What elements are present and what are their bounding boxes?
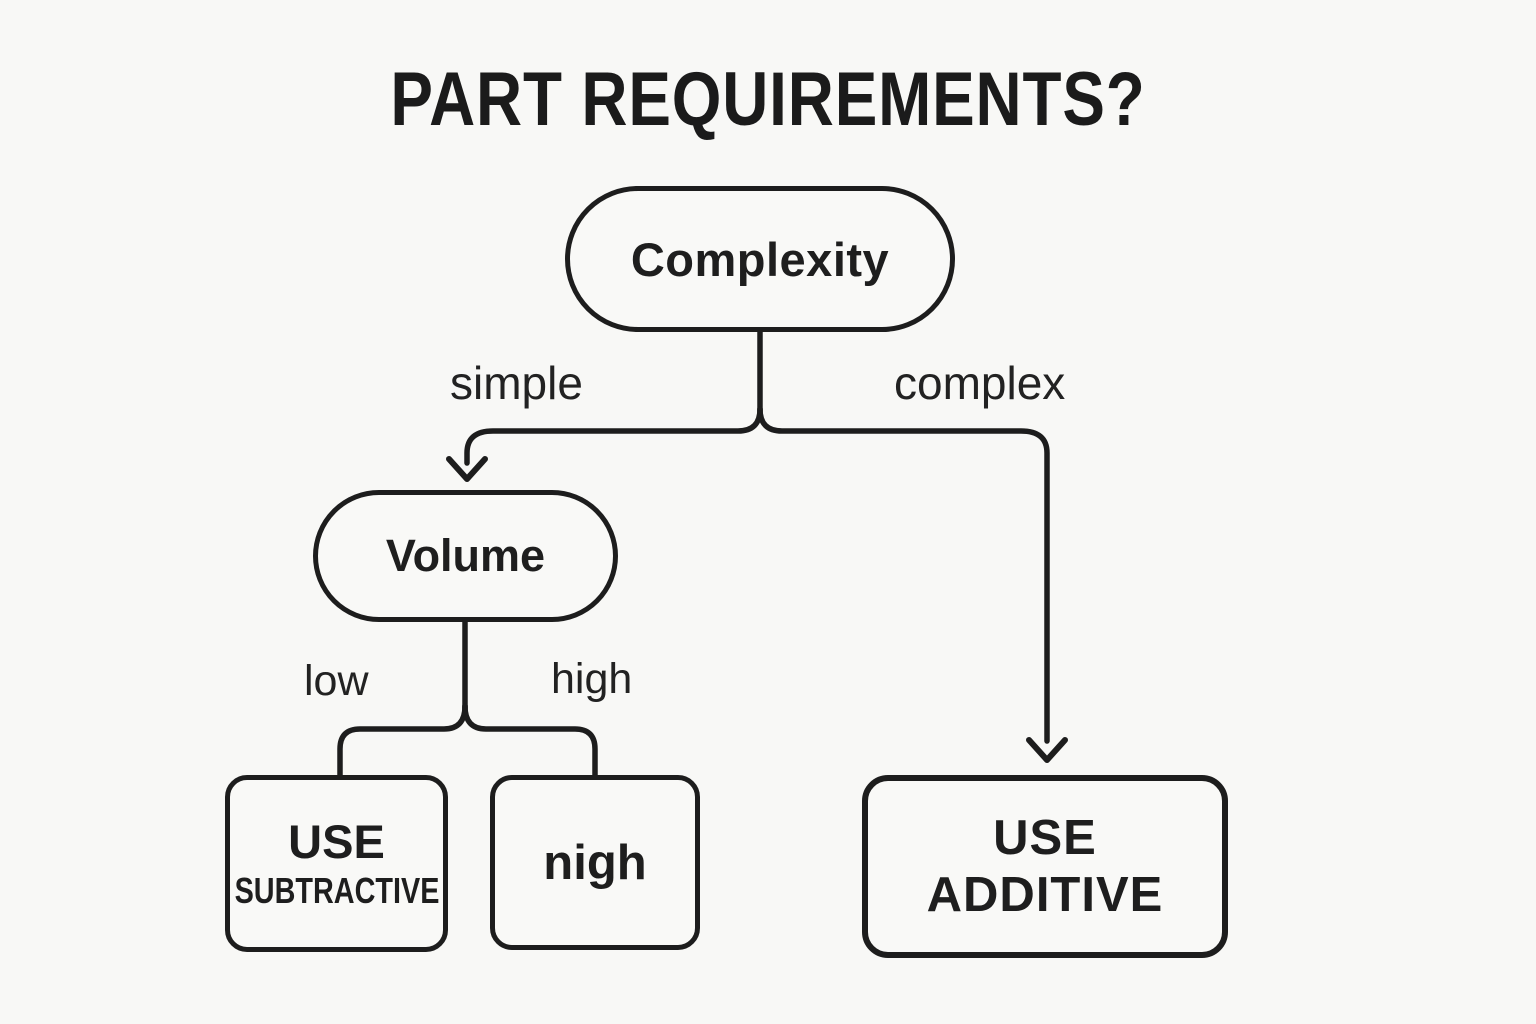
node-nigh: nigh (490, 775, 700, 950)
node-volume: Volume (313, 490, 618, 622)
page-title: PART REQUIREMENTS? (390, 57, 1146, 142)
connector-complex-branch (757, 406, 1050, 744)
node-use-subtractive-line2: SUBTRACTIVE (234, 869, 439, 911)
edge-label-complex: complex (894, 357, 1066, 409)
node-use-subtractive-line1: USE (288, 814, 385, 868)
node-use-additive: USE ADDITIVE (862, 775, 1228, 958)
node-nigh-label: nigh (543, 835, 647, 890)
connector-low-branch (337, 703, 468, 780)
edge-label-low: low (304, 657, 369, 705)
node-volume-label: Volume (385, 530, 546, 581)
node-use-subtractive: USE SUBTRACTIVE (225, 775, 448, 952)
arrowhead-down-icon (1026, 737, 1068, 763)
edge-label-simple: simple (450, 357, 583, 409)
arrowhead-down-icon (446, 456, 488, 482)
node-complexity-label: Complexity (630, 232, 890, 286)
node-use-additive-line2: ADDITIVE (926, 867, 1164, 922)
node-use-additive-line1: USE (993, 811, 1097, 866)
node-complexity: Complexity (565, 186, 955, 332)
edge-label-high: high (551, 655, 633, 703)
connector-simple-branch (464, 406, 763, 466)
connector-high-branch (462, 703, 598, 780)
